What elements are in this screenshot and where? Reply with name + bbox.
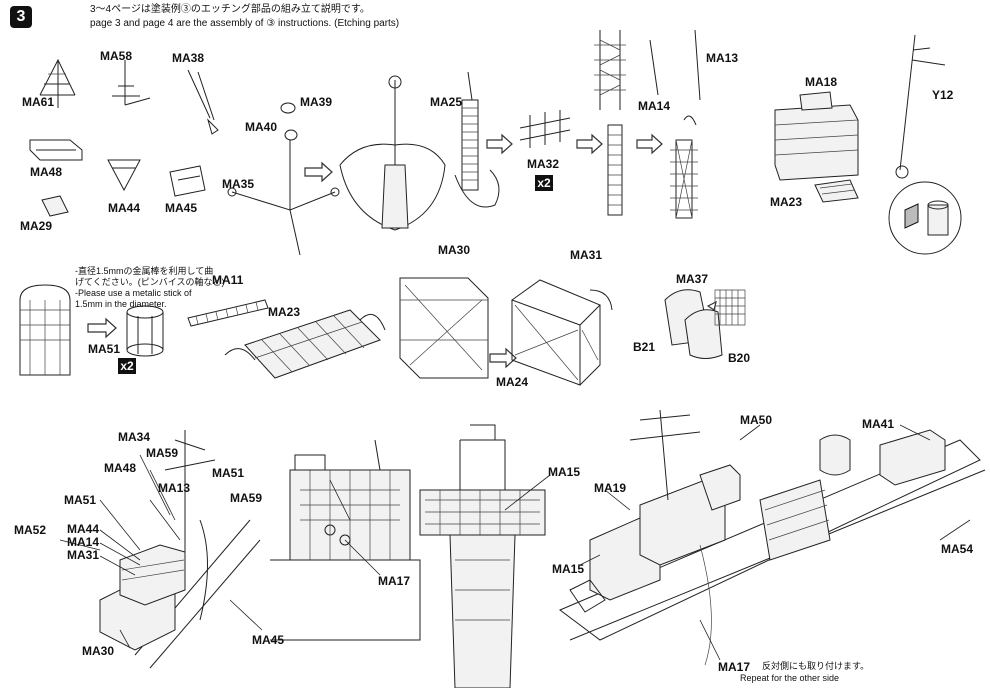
part-ma25-drawing [454, 71, 500, 208]
part-ma18-drawing [774, 91, 859, 203]
label-ma45: MA45 [165, 201, 198, 215]
step-number: 3 [10, 6, 32, 28]
part-ma40-drawing [280, 102, 298, 210]
part-ma24-assembled-drawing [510, 279, 613, 386]
label-ma32: MA32 [527, 157, 560, 171]
note-en-1: -Please use a metalic stick of [75, 288, 192, 298]
label-ma34: MA34 [118, 430, 151, 444]
label-ma48: MA48 [30, 165, 63, 179]
label-ma15: MA15 [548, 465, 581, 479]
label-ma25: MA25 [430, 95, 463, 109]
label-ma54: MA54 [941, 542, 974, 556]
label-ma38: MA38 [172, 51, 205, 65]
header-en: page 3 and page 4 are the assembly of ③ … [90, 18, 400, 29]
label-ma13-ship: MA13 [158, 481, 191, 495]
label-ma58: MA58 [100, 49, 133, 63]
leader-lines [59, 424, 971, 661]
ship-bridge-view [99, 430, 261, 669]
part-ma51-drawing [126, 305, 164, 357]
radar-mast-assembled [670, 115, 698, 219]
arrow-5 [87, 317, 117, 339]
funnel-drawing [339, 75, 446, 231]
arrow-6 [489, 347, 517, 369]
ship-deck-view [559, 409, 986, 666]
label-b21: B21 [633, 340, 656, 354]
note-jp-1: -直径1.5mmの金属棒を利用して曲 [75, 266, 214, 276]
label-ma50: MA50 [740, 413, 773, 427]
label-ma51-ship-right: MA51 [212, 466, 245, 480]
label-ma45-ship: MA45 [252, 633, 285, 647]
label-ma17: MA17 [378, 574, 411, 588]
label-ma31: MA31 [570, 248, 603, 262]
label-ma24: MA24 [496, 375, 529, 389]
label-ma48-ship: MA48 [104, 461, 137, 475]
part-ma51-rail-drawing [19, 284, 71, 376]
label-ma59: MA59 [146, 446, 179, 460]
label-ma44-ship: MA44 [67, 522, 100, 536]
label-ma14-ship: MA14 [67, 535, 100, 549]
label-ma30: MA30 [438, 243, 471, 257]
label-ma23: MA23 [268, 305, 301, 319]
label-ma35: MA35 [222, 177, 255, 191]
label-y12: Y12 [932, 88, 954, 102]
label-ma51: MA51 [88, 342, 121, 356]
label-ma15-deck: MA15 [552, 562, 585, 576]
label-b20: B20 [728, 351, 751, 365]
label-ma13: MA13 [706, 51, 739, 65]
part-ma38-drawing [187, 69, 219, 135]
label-ma31-ship: MA31 [67, 548, 100, 562]
arrow-3 [576, 133, 603, 155]
part-ma24-flat-drawing [399, 277, 489, 379]
part-ma58-drawing [112, 60, 151, 106]
multiplier-ma51: x2 [118, 358, 136, 374]
multiplier-ma32: x2 [535, 175, 553, 191]
part-ma45-drawing [169, 165, 206, 197]
label-ma41: MA41 [862, 417, 895, 431]
label-ma51-ship: MA51 [64, 493, 97, 507]
label-ma37: MA37 [676, 272, 709, 286]
part-ma35-drawing [227, 187, 340, 256]
note-en-2: 1.5mm in the diameter. [75, 299, 167, 309]
part-ma11-drawing [187, 299, 269, 327]
part-ma48-drawing [29, 139, 83, 161]
note-jp-2: げてください。(ピンバイスの軸など) [75, 277, 225, 287]
part-ma23-row2-drawing [224, 309, 386, 379]
part-ma61-drawing [39, 58, 76, 108]
ship-front-view [419, 424, 546, 688]
part-ma44-drawing [107, 159, 141, 192]
header-jp: 3～4ページは塗装例③のエッチング部品の組み立て説明です。 [90, 4, 370, 15]
label-ma52: MA52 [14, 523, 47, 537]
label-ma40: MA40 [245, 120, 278, 134]
label-ma61: MA61 [22, 95, 55, 109]
arrow-1 [304, 161, 333, 183]
label-ma39: MA39 [300, 95, 333, 109]
part-b20-b21-drawing [664, 289, 746, 359]
label-ma23-top: MA23 [770, 195, 803, 209]
part-ma13-drawing [594, 29, 701, 216]
label-ma19: MA19 [594, 481, 627, 495]
arrow-4 [636, 133, 663, 155]
repeat-en: Repeat for the other side [740, 673, 840, 683]
label-ma30-ship: MA30 [82, 644, 115, 658]
part-y12-drawing [888, 34, 962, 255]
label-ma59-ship-right: MA59 [230, 491, 263, 505]
label-ma17-deck: MA17 [718, 660, 751, 674]
label-ma11: MA11 [212, 273, 244, 287]
repeat-jp: 反対側にも取り付けます。 [762, 661, 870, 671]
label-ma29: MA29 [20, 219, 53, 233]
label-ma18: MA18 [805, 75, 838, 89]
part-ma32-drawing [519, 110, 571, 148]
part-ma29-drawing [41, 195, 69, 217]
label-ma44: MA44 [108, 201, 141, 215]
label-ma14: MA14 [638, 99, 671, 113]
arrow-2 [486, 133, 513, 155]
